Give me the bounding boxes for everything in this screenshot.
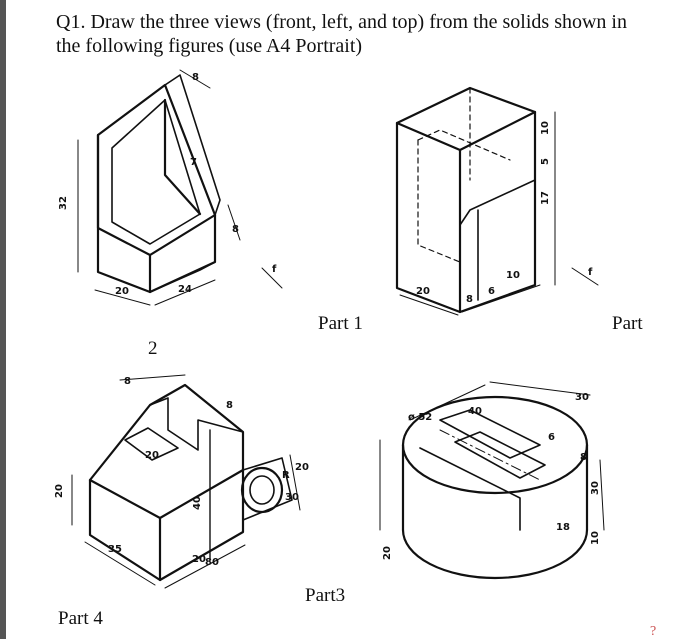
fig3-dim-mid: 40	[192, 496, 203, 510]
corner-mark: ?	[650, 624, 657, 639]
figure-1-dimension-lines	[77, 69, 283, 306]
fig4-dim-a: 40	[468, 406, 482, 417]
fig3-dim-width: 80	[205, 557, 219, 568]
fig2-dim-c: 10	[506, 270, 520, 281]
fig1-dim-depth: 20	[115, 286, 129, 297]
fig4-dim-height: 20	[382, 546, 393, 560]
fig2-dim-e: 5	[540, 158, 551, 165]
figure-4-cylinder	[401, 395, 589, 580]
fig4-dim-d: 6	[548, 432, 555, 443]
fig3-dim-depth: 35	[108, 544, 122, 555]
fig4-dim-g: 18	[556, 522, 570, 533]
label-part-2-prefix: Part	[612, 313, 643, 334]
fig3-dim-a: 8	[124, 376, 131, 387]
fig2-dim-b: 6	[488, 286, 495, 297]
fig3-dim-boss: 30	[285, 492, 299, 503]
label-part-3: Part3	[305, 585, 346, 606]
fig3-dim-slot: 20	[145, 450, 159, 461]
fig3-dim-r: 20	[295, 462, 309, 473]
fig4-dim-b: 30	[575, 392, 589, 403]
fig4-dim-e: 30	[590, 481, 601, 495]
fig4-dim-f: 10	[590, 531, 601, 545]
question-line-2: the following figures (use A4 Portrait)	[56, 35, 363, 57]
fig4-dim-diameter: ø 52	[408, 412, 432, 423]
figure-1-bracket	[96, 74, 221, 294]
fig4-dim-c: 8	[580, 452, 587, 463]
fig3-dim-b: 8	[226, 400, 233, 411]
figure-2-dimension-lines	[399, 111, 599, 316]
figure-3-block-with-boss	[88, 383, 293, 582]
fig3-dim-radius: R	[282, 470, 290, 481]
label-part-1: Part 1	[318, 313, 363, 334]
fig2-dim-d: 17	[540, 191, 551, 205]
fig2-front-mark: f	[588, 267, 593, 278]
fig1-front-mark: f	[272, 264, 277, 275]
fig1-dim-rib: 7	[190, 157, 197, 168]
fig1-dim-top: 8	[192, 72, 199, 83]
fig1-dim-width: 24	[178, 284, 192, 295]
label-part-2-number: 2	[148, 338, 158, 359]
dimension-texts: 32 20 24 8 8 7 f 20 8 6 10 17 5 10 f 20 …	[54, 72, 601, 568]
page-left-edge	[0, 0, 6, 639]
figure-4-dimension-lines	[379, 381, 605, 531]
fig2-dim-f: 10	[540, 121, 551, 135]
fig1-dim-thickness: 8	[232, 224, 239, 235]
fig1-dim-height: 32	[58, 196, 69, 210]
figure-3-dimension-lines	[71, 374, 301, 589]
fig3-dim-base: 20	[192, 554, 206, 565]
label-part-4: Part 4	[58, 608, 103, 629]
fig2-dim-depth: 20	[416, 286, 430, 297]
question-text: Q1. Draw the three views (front, left, a…	[56, 10, 656, 58]
question-line-1: Q1. Draw the three views (front, left, a…	[56, 11, 627, 33]
fig2-dim-a: 8	[466, 294, 473, 305]
fig3-dim-height: 20	[54, 484, 65, 498]
figure-2-block	[395, 86, 537, 314]
